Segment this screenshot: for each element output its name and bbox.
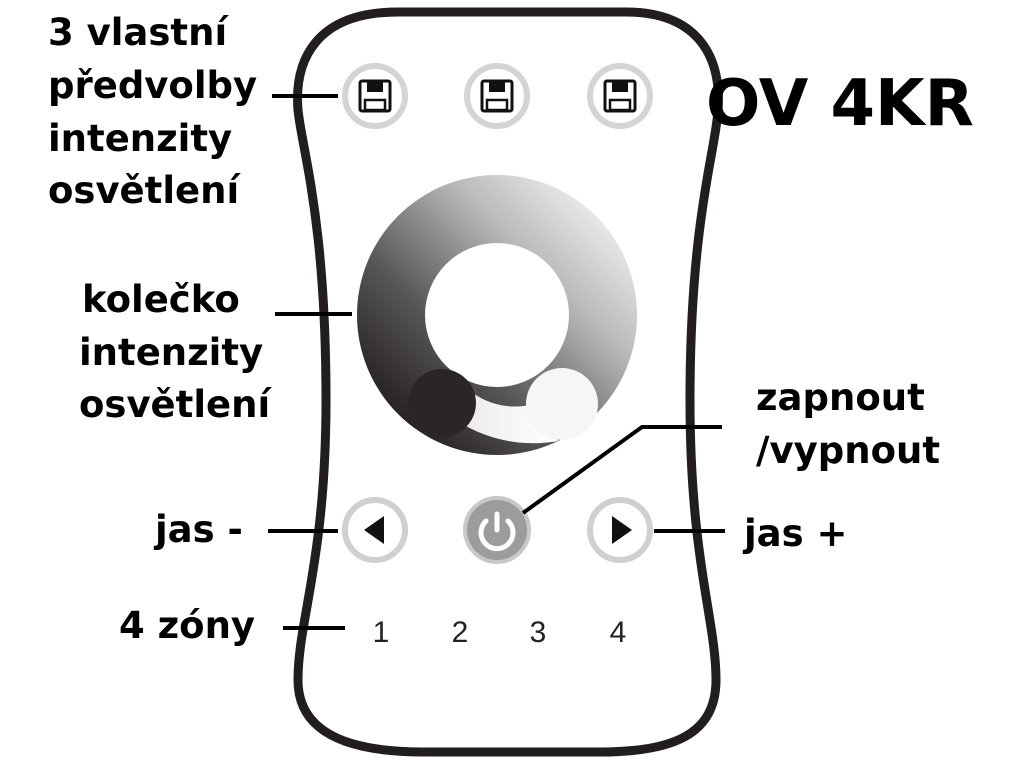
zone-button-4[interactable]: 4 <box>610 616 627 649</box>
zone-button-1[interactable]: 1 <box>373 616 390 649</box>
model-title: OV 4KR <box>706 67 974 141</box>
presets-label-line-3: intenzity <box>48 117 233 160</box>
triangle-right-icon <box>612 516 632 544</box>
presets-label-line-2: předvolby <box>48 64 258 107</box>
preset-button-2[interactable] <box>464 63 530 129</box>
zone-button-3[interactable]: 3 <box>530 616 547 649</box>
brightness-up-button[interactable] <box>587 497 653 563</box>
floppy-disk-icon <box>358 79 392 113</box>
wheel-dark-end <box>408 369 476 437</box>
power-icon <box>478 511 516 552</box>
power-label-line-2: /vypnout <box>756 429 941 472</box>
wheel-label-line-2: intenzity <box>79 331 264 374</box>
preset-button-3[interactable] <box>587 63 653 129</box>
presets-label-line-4: osvětlení <box>48 169 240 212</box>
zones-label: 4 zóny <box>119 604 256 647</box>
triangle-left-icon <box>364 516 384 544</box>
brightness-up-label: jas + <box>744 512 848 555</box>
brightness-down-button[interactable] <box>342 497 408 563</box>
power-button[interactable] <box>463 496 531 564</box>
wheel-label-line-1: kolečko <box>82 278 240 321</box>
brightness-down-label: jas - <box>155 508 243 551</box>
power-label-line-1: zapnout <box>756 376 925 419</box>
zone-button-2[interactable]: 2 <box>452 616 469 649</box>
floppy-disk-icon <box>480 79 514 113</box>
leader-line-power <box>521 425 722 515</box>
presets-label-line-1: 3 vlastní <box>48 11 228 54</box>
wheel-label-line-3: osvětlení <box>79 383 271 426</box>
wheel-light-end <box>526 368 598 440</box>
floppy-disk-icon <box>603 79 637 113</box>
preset-button-1[interactable] <box>342 63 408 129</box>
intensity-wheel[interactable] <box>357 175 637 455</box>
